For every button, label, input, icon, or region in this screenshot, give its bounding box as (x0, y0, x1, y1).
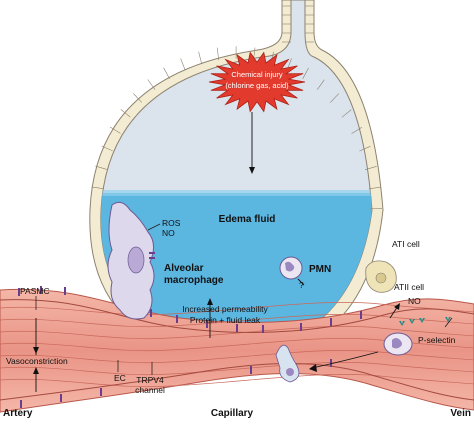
injury-label-line2: (chlorine gas, acid) (225, 81, 289, 90)
pasmc-label: PASMC (20, 286, 50, 296)
epithelial-border-line (199, 52, 202, 64)
permeability-label-line1: Increased permeability (182, 304, 268, 314)
artery-label: Artery (3, 408, 33, 419)
trpv4-channel-mark (300, 323, 302, 331)
trpv4-channel-mark (262, 325, 264, 333)
edema-fluid-label: Edema fluid (219, 214, 276, 225)
p-selectin-label: P-selectin (418, 335, 456, 345)
pmn-question-label: ? (299, 280, 304, 290)
atii-cell-label: ATII cell (394, 282, 424, 292)
injury-label-line1: Chemical injury (231, 70, 283, 79)
trpv4-channel-mark (64, 287, 66, 295)
pmn-neutrophil (280, 257, 302, 279)
trpv4-channel-mark (176, 315, 178, 323)
permeability-label-line2: Protein + fluid leak (190, 315, 261, 325)
alveolar-label: Alveolar (164, 263, 204, 274)
trpv4-channel-mark (330, 359, 332, 367)
trpv4-channel-mark (20, 400, 22, 408)
no-vessel-label: NO (408, 296, 421, 306)
trpv4-label-line2: channel (135, 385, 165, 395)
trpv4-channel-mark (236, 324, 238, 332)
trpv4-channel-mark (330, 318, 332, 326)
trpv4-channel-mark (360, 311, 362, 319)
trpv4-channel-mark (60, 394, 62, 402)
epithelial-border-line (181, 59, 186, 71)
vein-label: Vein (450, 408, 471, 419)
no-macrophage-label: NO (162, 228, 175, 238)
trpv4-channel-mark (150, 309, 152, 317)
adherent-pmn (384, 333, 412, 355)
ati-cell-label: ATI cell (392, 239, 420, 249)
capillary-label: Capillary (211, 408, 254, 419)
trpv4-channel-mark (250, 366, 252, 374)
ros-label: ROS (162, 218, 181, 228)
vasoconstriction-label: Vasoconstriction (6, 356, 68, 366)
ec-label: EC (114, 373, 126, 383)
macrophage-label: macrophage (164, 275, 224, 286)
pmn-label: PMN (309, 264, 331, 275)
trpv4-channel-mark (100, 388, 102, 396)
trpv4-label-line1: TRPV4 (136, 375, 164, 385)
atii-cell (366, 261, 397, 292)
epithelial-border-line (164, 68, 170, 79)
